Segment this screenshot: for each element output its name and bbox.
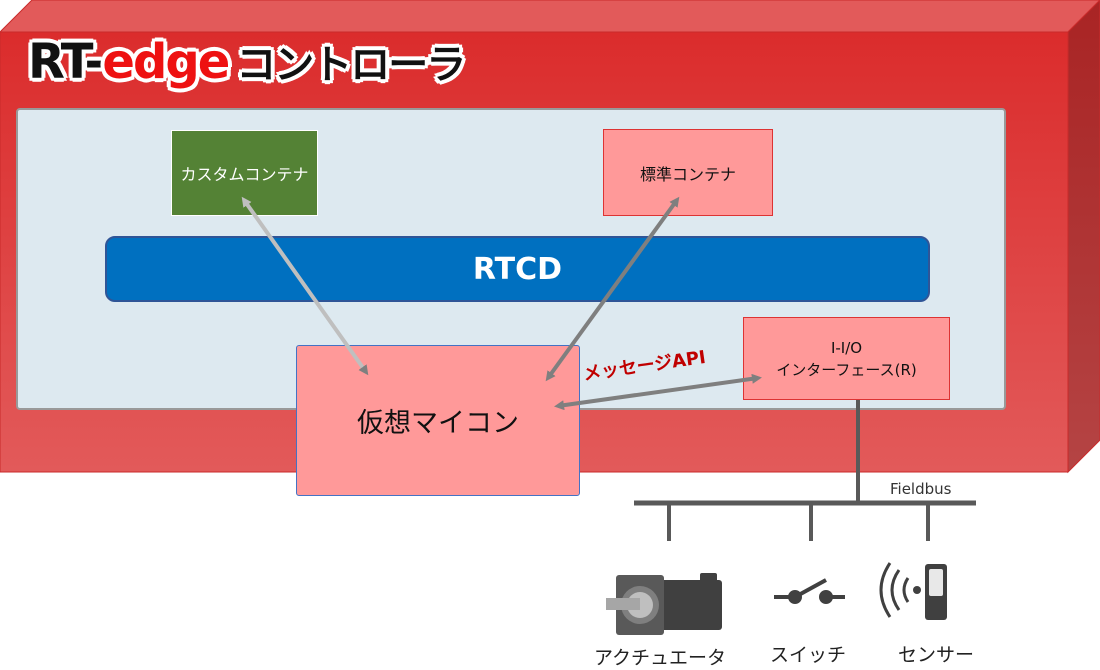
actuator-motor-icon	[606, 573, 722, 635]
title-edge: edge	[102, 34, 230, 90]
iio-label-line2: インターフェース(R)	[776, 360, 917, 379]
title-rt: RT-	[28, 34, 104, 90]
virtual-mcu-label: 仮想マイコン	[357, 408, 519, 439]
iio-interface-box[interactable]: I-I/O インターフェース(R)	[743, 317, 950, 400]
device-label-actuator: アクチュエータ	[594, 647, 727, 669]
device-label-sensor: センサー	[898, 644, 975, 666]
arrow-custom-vmc	[241, 196, 369, 376]
title-controller: コントローラ	[236, 42, 466, 88]
arrow-vmc-iio	[554, 373, 762, 411]
device-label-switch: スイッチ	[770, 644, 847, 666]
fieldbus-label: Fieldbus	[890, 480, 952, 498]
switch-icon	[774, 578, 845, 604]
standard-container-label: 標準コンテナ	[639, 164, 736, 184]
iio-label-line1: I-I/O	[830, 338, 863, 357]
custom-container-label: カスタムコンテナ	[180, 165, 309, 184]
wireless-sensor-icon	[879, 562, 947, 620]
arrow-standard-vmc	[545, 196, 680, 382]
